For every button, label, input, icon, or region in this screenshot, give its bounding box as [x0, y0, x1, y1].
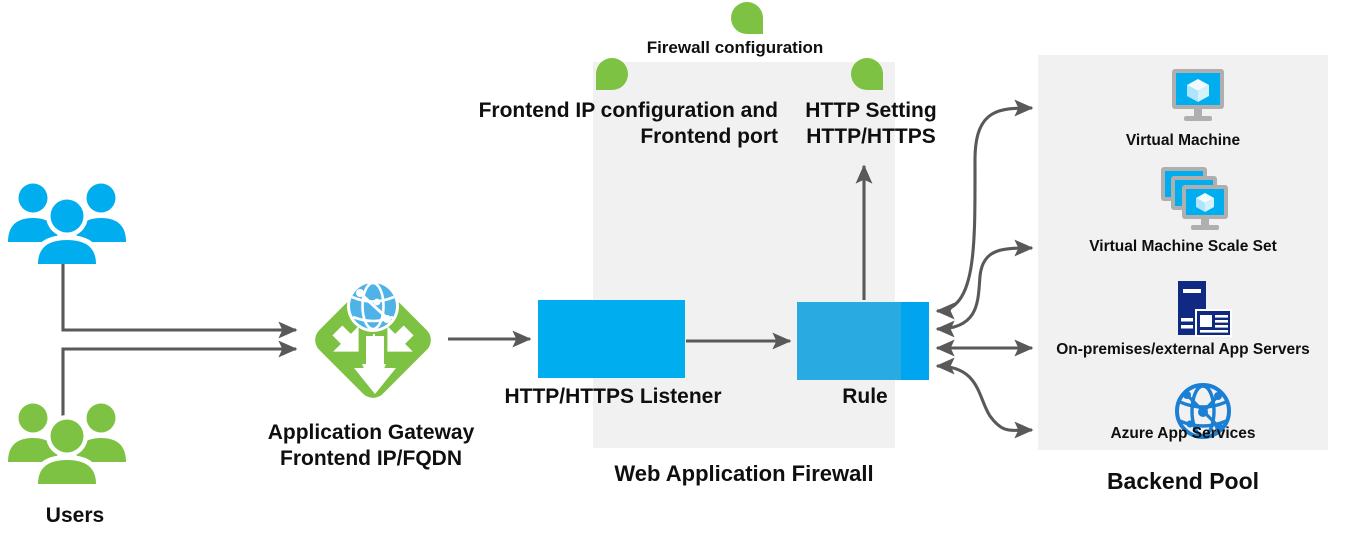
http-https-listener-label: HTTP/HTTPS Listener [504, 385, 722, 408]
app-server-node [1172, 280, 1234, 340]
users-group-blue [8, 180, 126, 264]
callout-pin-firewall-config-icon [731, 2, 763, 34]
users-group-green [8, 400, 126, 484]
app-server-icon [1178, 281, 1232, 337]
virtual-machine-node [1168, 68, 1228, 124]
vm-scale-set-icon [1161, 167, 1228, 230]
vm-scale-set-label: Virtual Machine Scale Set [1089, 238, 1277, 255]
app-server-label: On-premises/external App Servers [1056, 341, 1310, 358]
connector-rule-to-vm-scale-set [935, 239, 1034, 338]
frontend-label-line1: Frontend IP configuration and [478, 99, 778, 122]
http-https-listener-box [538, 300, 685, 378]
application-gateway-node [297, 252, 449, 428]
frontend-label-line2: Frontend port [640, 124, 778, 148]
users-label: Users [45, 504, 105, 527]
application-gateway-icon [315, 280, 431, 398]
backend-pool-panel [1038, 55, 1328, 450]
agw-label-line1: Application Gateway [267, 421, 475, 444]
web-application-firewall-label: Web Application Firewall [614, 461, 874, 486]
users-group-icon [8, 183, 126, 264]
rule-box-strip [901, 302, 929, 380]
web-application-firewall-panel [593, 62, 895, 448]
http-setting-line1: HTTP Setting [805, 99, 937, 122]
backend-pool-label: Backend Pool [1106, 468, 1260, 494]
azure-app-services-node [1174, 382, 1232, 440]
azure-app-services-label: Azure App Services [1110, 425, 1256, 442]
rule-label: Rule [842, 385, 888, 408]
http-setting-line2: HTTP/HTTPS [806, 124, 936, 148]
connector-users-blue-to-gateway [61, 262, 298, 339]
firewall-configuration-label: Firewall configuration [646, 38, 824, 57]
azure-app-services-icon [1175, 383, 1231, 439]
virtual-machine-icon [1172, 69, 1224, 121]
vm-scale-set-node [1160, 166, 1238, 232]
connector-rule-to-azure-app-services [935, 357, 1034, 439]
virtual-machine-label: Virtual Machine [1125, 132, 1241, 149]
users-group-icon [8, 403, 126, 484]
callout-pin-frontend-icon [596, 58, 628, 90]
callout-pin-http-setting-icon [851, 58, 883, 90]
agw-label-line2: Frontend IP/FQDN [280, 446, 462, 470]
